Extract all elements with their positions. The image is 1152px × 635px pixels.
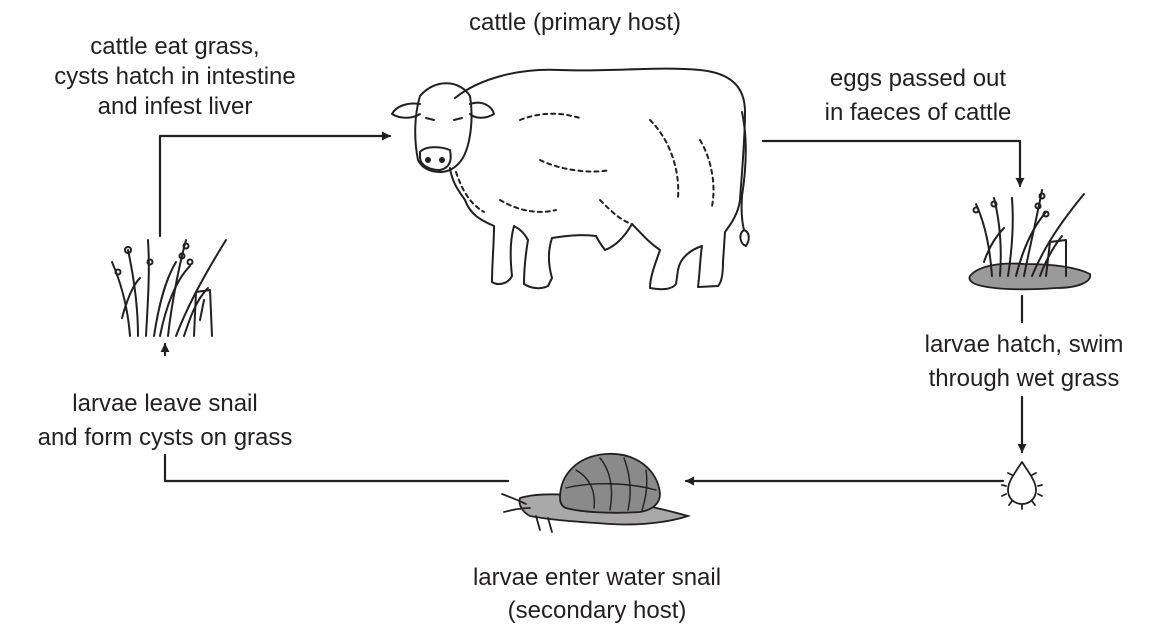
enter-snail-label: larvae enter water snail (secondary host… (473, 564, 721, 624)
svg-text:eggs passed out: eggs passed out (830, 65, 1006, 92)
leave-snail-label: larvae leave snail and form cysts on gra… (38, 390, 293, 451)
svg-text:larvae hatch, swim: larvae hatch, swim (925, 331, 1124, 358)
svg-text:larvae leave snail: larvae leave snail (72, 390, 257, 417)
svg-text:and form cysts on grass: and form cysts on grass (38, 424, 293, 451)
wet-grass-icon (970, 190, 1091, 289)
eggs-passed-label: eggs passed out in faeces of cattle (825, 65, 1012, 126)
eat-grass-label: cattle eat grass, cysts hatch in intesti… (54, 33, 295, 120)
snail-icon (502, 454, 688, 532)
svg-text:(secondary host): (secondary host) (508, 597, 687, 624)
grass-icon (112, 240, 226, 336)
svg-text:in faeces of cattle: in faeces of cattle (825, 99, 1012, 126)
larva-icon (1002, 462, 1042, 509)
arrow-cattle-to-wet-grass (763, 141, 1020, 186)
svg-text:cysts hatch in intestine: cysts hatch in intestine (54, 63, 295, 90)
cow-icon (392, 69, 749, 290)
svg-text:larvae enter water snail: larvae enter water snail (473, 564, 721, 591)
larvae-hatch-label: larvae hatch, swim through wet grass (925, 331, 1124, 392)
arrow-snail-to-grass-line (165, 455, 508, 481)
svg-text:cattle eat grass,: cattle eat grass, (90, 33, 259, 60)
cattle-title: cattle (primary host) (469, 9, 681, 36)
svg-text:through wet grass: through wet grass (929, 365, 1120, 392)
arrow-grass-to-cattle (160, 136, 390, 236)
svg-text:and infest liver: and infest liver (98, 93, 253, 120)
